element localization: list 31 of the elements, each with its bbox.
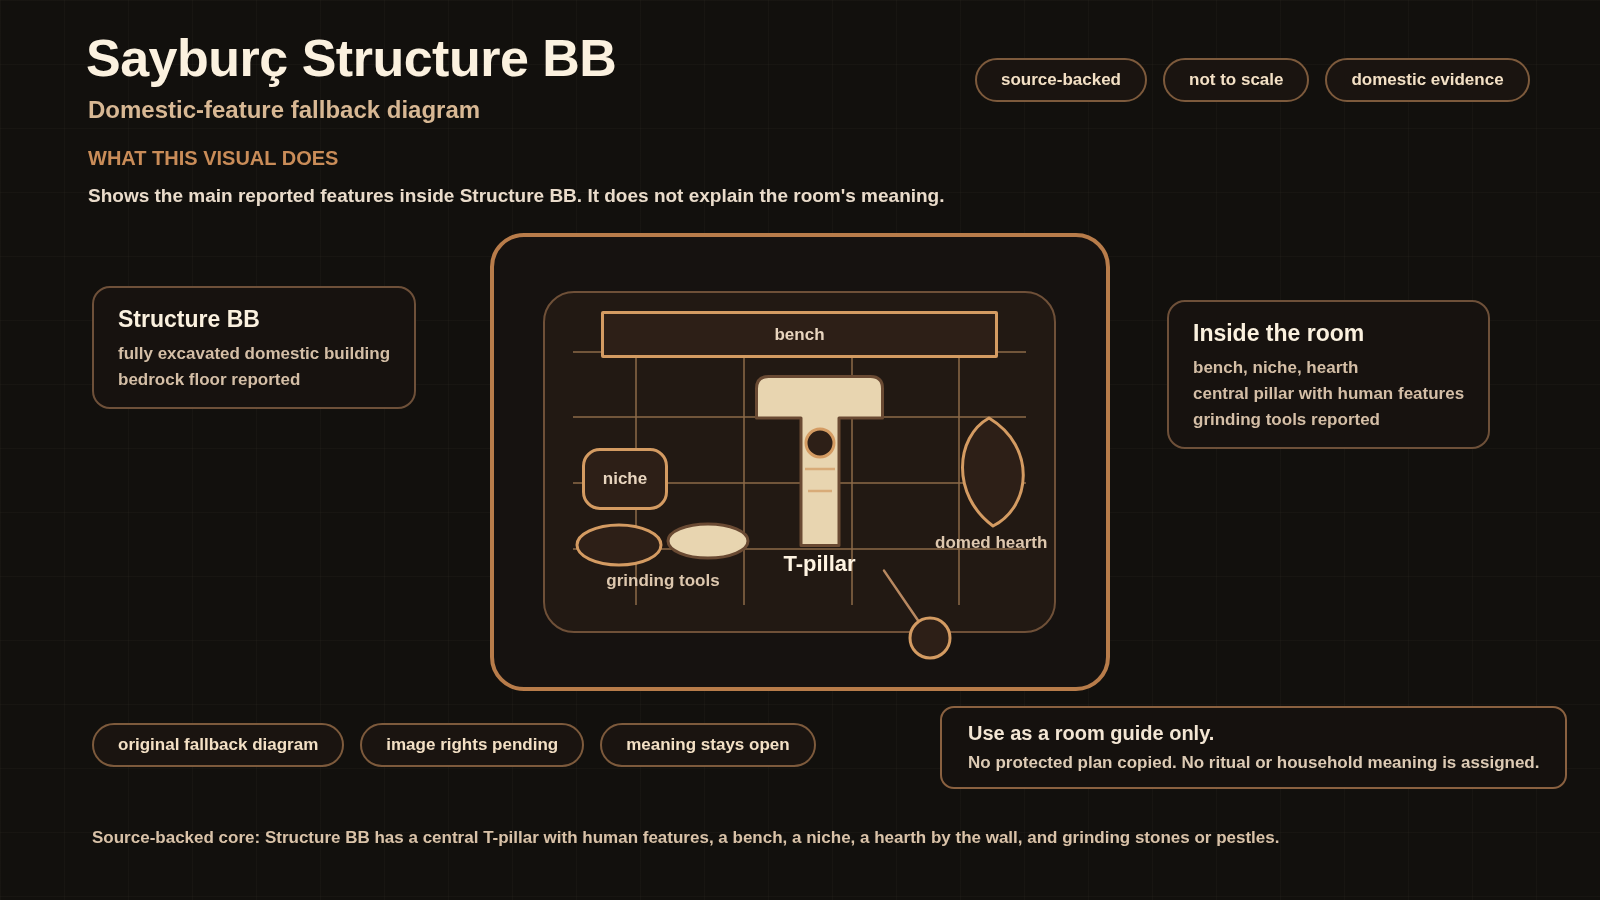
card-text: bench, niche, hearth	[1193, 357, 1359, 379]
card-text: central pillar with human features	[1193, 383, 1465, 405]
tag-pill: not to scale	[1163, 58, 1310, 102]
caption: Source-backed core: Structure BB has a central T-pillar with human features, a bench, a niche, a hearth by the wall, and grinding stones or pestles.	[92, 828, 1280, 848]
card-text: fully excavated domestic building	[118, 343, 391, 365]
info-card	[92, 286, 417, 409]
card-text: grinding tools reported	[1193, 409, 1380, 431]
intro-text: Shows the main reported features inside Structure BB. It does not explain the room's meaning.	[88, 185, 945, 207]
note-text: No protected plan copied. No ritual or household meaning is assigned.	[968, 753, 1540, 773]
card-heading: Structure BB	[118, 306, 260, 333]
leader-line	[882, 569, 920, 622]
card-heading: Inside the room	[1193, 320, 1365, 347]
tag-pill: meaning stays open	[600, 723, 816, 767]
section-heading: WHAT THIS VISUAL DOES	[88, 147, 339, 170]
subtitle: Domestic-feature fallback diagram	[88, 96, 481, 124]
room-frame	[490, 233, 1110, 691]
info-card	[1167, 300, 1491, 449]
card-text: bedrock floor reported	[118, 369, 301, 391]
feature-label: T-pillar	[783, 551, 856, 577]
title: Sayburç Structure BB	[86, 28, 617, 88]
feature-label: grinding tools	[606, 571, 720, 591]
note-heading: Use as a room guide only.	[968, 722, 1215, 745]
circle-icon	[908, 616, 952, 660]
tag-pill: image rights pending	[360, 723, 585, 767]
tag-pill: original fallback diagram	[92, 723, 345, 767]
feature-label: domed hearth	[935, 533, 1048, 553]
tag-pill: domestic evidence	[1325, 58, 1530, 102]
niche-block: niche	[582, 448, 668, 510]
bench-block: bench	[601, 311, 998, 358]
tag-pill: source-backed	[975, 58, 1147, 102]
note-card	[940, 706, 1568, 789]
